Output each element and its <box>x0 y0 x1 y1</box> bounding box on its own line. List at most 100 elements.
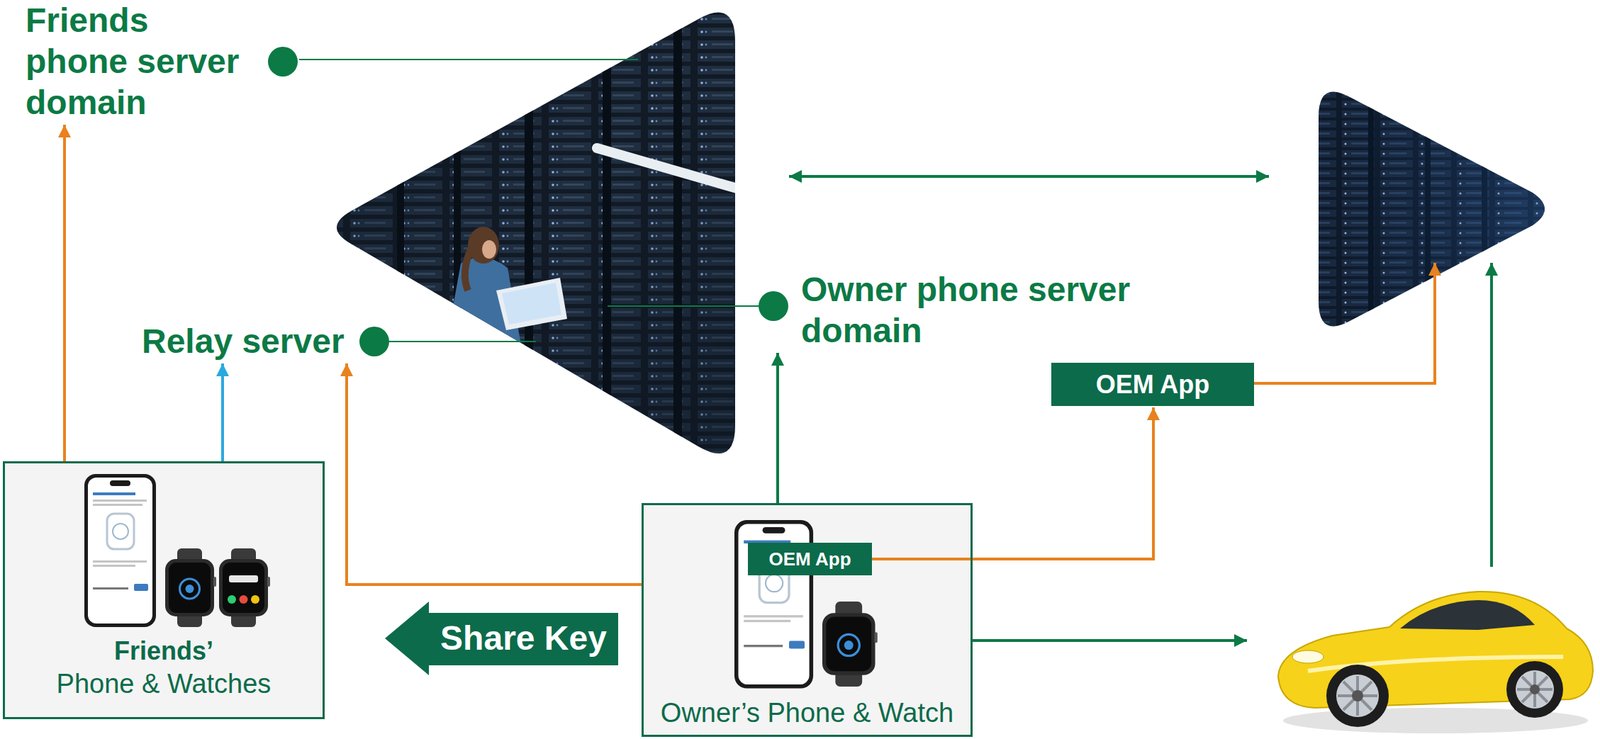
watch-icon <box>219 548 271 628</box>
flow-arrow <box>871 407 1154 560</box>
car-illustration-part <box>1529 684 1540 695</box>
text-group: Owner phone server domain <box>801 269 1156 352</box>
watch-icon-part <box>180 579 200 600</box>
technician-figure-part <box>467 226 500 264</box>
watch-icon-part <box>825 617 872 673</box>
car-illustration-part <box>1337 676 1378 716</box>
car-illustration-part <box>1326 664 1389 728</box>
flow-arrow <box>346 363 642 585</box>
flow-arrow <box>221 363 225 462</box>
watch-icon-part <box>165 559 215 617</box>
marker-dot <box>267 46 298 77</box>
phone-icon-part <box>109 480 131 487</box>
device-panel: Friends’Phone & Watches <box>2 461 325 720</box>
watch-icon-part <box>219 559 268 617</box>
server-label: Relay server <box>141 321 405 363</box>
server-room-photo-part <box>596 148 738 189</box>
share-arrow: Share Key <box>384 601 619 676</box>
server-room-photo-part <box>1311 70 1567 348</box>
technician-figure <box>443 226 568 358</box>
phone-icon-part <box>743 620 791 623</box>
server-room-photo-part <box>311 0 745 475</box>
server-room-photo-part <box>1311 70 1567 348</box>
watch-icon-part <box>228 575 259 583</box>
phone-icon-part <box>92 492 136 496</box>
server-domain-label: Friends phone server domain <box>25 0 298 124</box>
phone-icon-part <box>133 584 149 592</box>
car-illustration-part <box>1292 650 1324 664</box>
technician-figure-part <box>496 277 568 331</box>
server-domain-label: Owner phone server domain <box>758 269 1156 352</box>
panel-ground <box>2 461 325 720</box>
node-text: Owner phone server domain <box>801 269 1156 352</box>
server-room-photo <box>311 0 745 475</box>
leader-line <box>299 59 759 342</box>
watch-icon-part <box>822 613 876 675</box>
flow-arrow <box>63 124 66 462</box>
text-group: Relay server <box>141 321 345 363</box>
text-group: Owner’s Phone & Watch <box>660 696 954 730</box>
server-room-photo <box>1311 70 1567 348</box>
phone-icon-part <box>743 615 804 618</box>
phone-icon <box>84 474 156 628</box>
panel-ground <box>641 503 973 738</box>
phone-icon-part <box>765 574 783 592</box>
car-illustration-part <box>1351 690 1364 702</box>
server-room-photo-part <box>311 0 745 475</box>
node-text: OEM App <box>768 548 851 571</box>
flow-arrow <box>776 353 780 504</box>
marker-dot <box>758 291 789 322</box>
node-text: Relay server <box>141 321 345 363</box>
watch-icon-part <box>239 595 249 604</box>
watch-icon-part <box>837 634 860 656</box>
car-illustration-part <box>1506 661 1564 719</box>
car-illustration-part <box>1517 672 1553 708</box>
watch-icon-part <box>168 562 211 614</box>
watch-icon <box>165 548 217 628</box>
phone-icon-part <box>87 477 153 624</box>
phone-icon-part <box>84 474 156 628</box>
leader-line-part <box>607 305 759 307</box>
phone-icon-part <box>92 587 129 590</box>
node-text: Owner’s Phone & Watch <box>660 696 954 730</box>
arrow-shape-part <box>384 601 619 676</box>
phone-icon-part <box>762 527 786 534</box>
phone-icon-part <box>92 564 136 568</box>
watch-icon-part <box>222 562 265 614</box>
marker-dot <box>359 326 390 357</box>
text-group: Friends phone server domain <box>25 0 249 124</box>
phone-icon-part <box>789 641 805 650</box>
technician-figure-part <box>465 249 471 291</box>
app-box: OEM App <box>747 543 872 576</box>
flow-arrow-part <box>972 639 1247 643</box>
node-text: Friends’ <box>56 635 272 668</box>
watch-icon-part <box>250 595 260 604</box>
text-group: Share Key <box>440 618 607 660</box>
flow-arrow-part <box>1490 263 1493 568</box>
watch-icon-part <box>227 595 237 604</box>
flow-arrow-part <box>789 175 1269 178</box>
car-illustration <box>1278 591 1593 734</box>
flow-arrow-part <box>1254 263 1435 384</box>
phone-icon-part <box>92 560 147 563</box>
technician-figure-part <box>482 240 497 259</box>
car-illustration-part <box>1515 670 1554 709</box>
text-group: OEM App <box>1095 369 1211 400</box>
watch-icon-part <box>213 577 217 587</box>
device-panel: Owner’s Phone & Watch OEM App <box>641 503 973 738</box>
node-text: OEM App <box>1095 369 1211 400</box>
phone-icon-part <box>112 523 129 540</box>
watch-icon-part <box>844 640 854 651</box>
watch-icon-part <box>267 577 271 587</box>
text-group: Friends’Phone & Watches <box>56 635 272 701</box>
phone-icon-part <box>107 513 134 550</box>
car-illustration-part <box>1400 600 1535 631</box>
node-text: Phone & Watches <box>56 667 272 701</box>
watch-icon-part <box>874 632 877 643</box>
flow-arrow <box>789 176 1492 641</box>
watch-icon-part <box>185 584 195 594</box>
phone-icon-part <box>743 645 783 648</box>
phone-icon-part <box>92 499 147 502</box>
